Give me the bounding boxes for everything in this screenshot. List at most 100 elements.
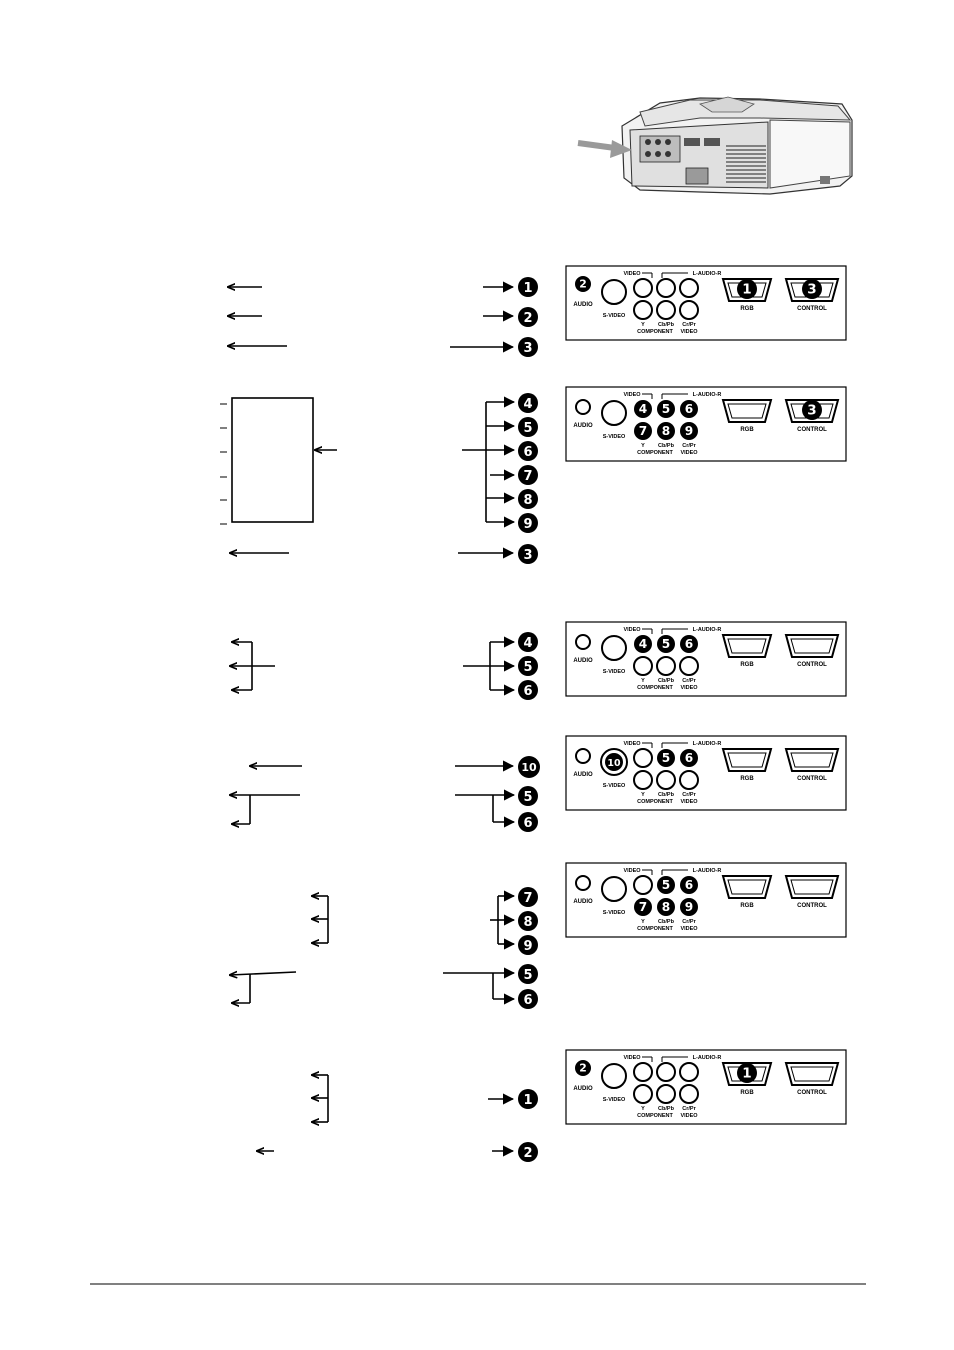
svg-text:8: 8 xyxy=(523,493,532,508)
rgb-label: RGB xyxy=(740,306,754,312)
svg-text:1: 1 xyxy=(742,282,751,298)
video-top-label: VIDEO xyxy=(623,627,641,633)
badge-9: 9 xyxy=(680,898,698,916)
video-bottom-label: VIDEO xyxy=(680,926,698,932)
svg-text:6: 6 xyxy=(685,402,693,416)
badge-4: 4 xyxy=(634,400,652,418)
rgb-label: RGB xyxy=(740,1090,754,1096)
badge-1: 1 xyxy=(737,1063,757,1083)
audio-label: AUDIO xyxy=(573,899,593,905)
badge-10: 10 xyxy=(518,756,540,778)
badge-8: 8 xyxy=(518,911,538,931)
crpr-label: Cr/Pr xyxy=(682,1106,696,1112)
badge-9: 9 xyxy=(518,513,538,533)
audio-label: AUDIO xyxy=(573,772,593,778)
cbpb-label: Cb/Pb xyxy=(658,443,675,449)
badge-6: 6 xyxy=(518,989,538,1009)
audio-label: AUDIO xyxy=(573,302,593,308)
group-svideo-connection: 10 5 6 xyxy=(230,756,540,832)
badge-5: 5 xyxy=(518,964,538,984)
audio-lr-label: L-AUDIO-R xyxy=(693,868,722,874)
badge-1: 1 xyxy=(737,279,757,299)
badge-5: 5 xyxy=(657,400,675,418)
svg-text:3: 3 xyxy=(807,282,816,298)
badge-4: 4 xyxy=(518,632,538,652)
badge-4: 4 xyxy=(634,635,652,653)
badge-3: 3 xyxy=(802,279,822,299)
badge-6: 6 xyxy=(518,441,538,461)
audio-label: AUDIO xyxy=(573,1086,593,1092)
badge-3: 3 xyxy=(518,544,538,564)
svg-text:3: 3 xyxy=(807,403,816,419)
svg-text:5: 5 xyxy=(662,751,670,765)
component-label: COMPONENT xyxy=(637,926,673,932)
badge-5: 5 xyxy=(518,656,538,676)
video-bottom-label: VIDEO xyxy=(680,685,698,691)
svg-text:5: 5 xyxy=(523,421,532,436)
svg-text:5: 5 xyxy=(523,968,532,983)
audio-label: AUDIO xyxy=(573,658,593,664)
cbpb-label: Cb/Pb xyxy=(658,919,675,925)
crpr-label: Cr/Pr xyxy=(682,792,696,798)
svg-text:6: 6 xyxy=(685,637,693,651)
audio-lr-label: L-AUDIO-R xyxy=(693,627,722,633)
audio-lr-label: L-AUDIO-R xyxy=(693,271,722,277)
component-label: COMPONENT xyxy=(637,450,673,456)
y-label: Y xyxy=(641,1106,645,1112)
control-label: CONTROL xyxy=(797,1090,827,1096)
svg-text:6: 6 xyxy=(523,816,532,831)
badge-3: 3 xyxy=(518,337,538,357)
badge-7: 7 xyxy=(634,898,652,916)
group-rgb-connection: 1 2 3 xyxy=(228,277,538,357)
y-label: Y xyxy=(641,443,645,449)
badge-5: 5 xyxy=(657,876,675,894)
svg-text:5: 5 xyxy=(662,878,670,892)
svg-text:7: 7 xyxy=(639,424,647,438)
svg-text:5: 5 xyxy=(523,660,532,675)
badge-6: 6 xyxy=(680,635,698,653)
video-bottom-label: VIDEO xyxy=(680,799,698,805)
crpr-label: Cr/Pr xyxy=(682,322,696,328)
svg-text:10: 10 xyxy=(521,761,537,774)
crpr-label: Cr/Pr xyxy=(682,678,696,684)
cbpb-label: Cb/Pb xyxy=(658,792,675,798)
badge-6: 6 xyxy=(680,876,698,894)
badge-2: 2 xyxy=(518,307,538,327)
svideo-label: S-VIDEO xyxy=(603,313,626,319)
svg-text:2: 2 xyxy=(579,1062,587,1075)
video-top-label: VIDEO xyxy=(623,392,641,398)
badge-7: 7 xyxy=(518,465,538,485)
svg-text:4: 4 xyxy=(523,397,532,412)
badge-8: 8 xyxy=(657,898,675,916)
badge-6: 6 xyxy=(680,749,698,767)
video-top-label: VIDEO xyxy=(623,868,641,874)
crpr-label: Cr/Pr xyxy=(682,443,696,449)
badge-1: 1 xyxy=(518,1089,538,1109)
svg-text:4: 4 xyxy=(639,402,647,416)
svg-text:8: 8 xyxy=(523,915,532,930)
y-label: Y xyxy=(641,919,645,925)
audio-label: AUDIO xyxy=(573,423,593,429)
device-box xyxy=(231,397,314,523)
group-rgb-audio-connection: 1 2 xyxy=(257,1075,538,1162)
badge-3: 3 xyxy=(802,400,822,420)
badge-8: 8 xyxy=(518,489,538,509)
svg-text:3: 3 xyxy=(523,341,532,356)
badge-5: 5 xyxy=(657,749,675,767)
svg-text:9: 9 xyxy=(685,900,693,914)
svg-text:7: 7 xyxy=(523,469,532,484)
svg-text:4: 4 xyxy=(523,636,532,651)
badge-7: 7 xyxy=(634,422,652,440)
audio-lr-label: L-AUDIO-R xyxy=(693,1055,722,1061)
crpr-label: Cr/Pr xyxy=(682,919,696,925)
control-label: CONTROL xyxy=(797,306,827,312)
control-label: CONTROL xyxy=(797,776,827,782)
svg-text:6: 6 xyxy=(523,445,532,460)
video-bottom-label: VIDEO xyxy=(680,329,698,335)
svg-text:8: 8 xyxy=(662,424,670,438)
video-bottom-label: VIDEO xyxy=(680,1113,698,1119)
